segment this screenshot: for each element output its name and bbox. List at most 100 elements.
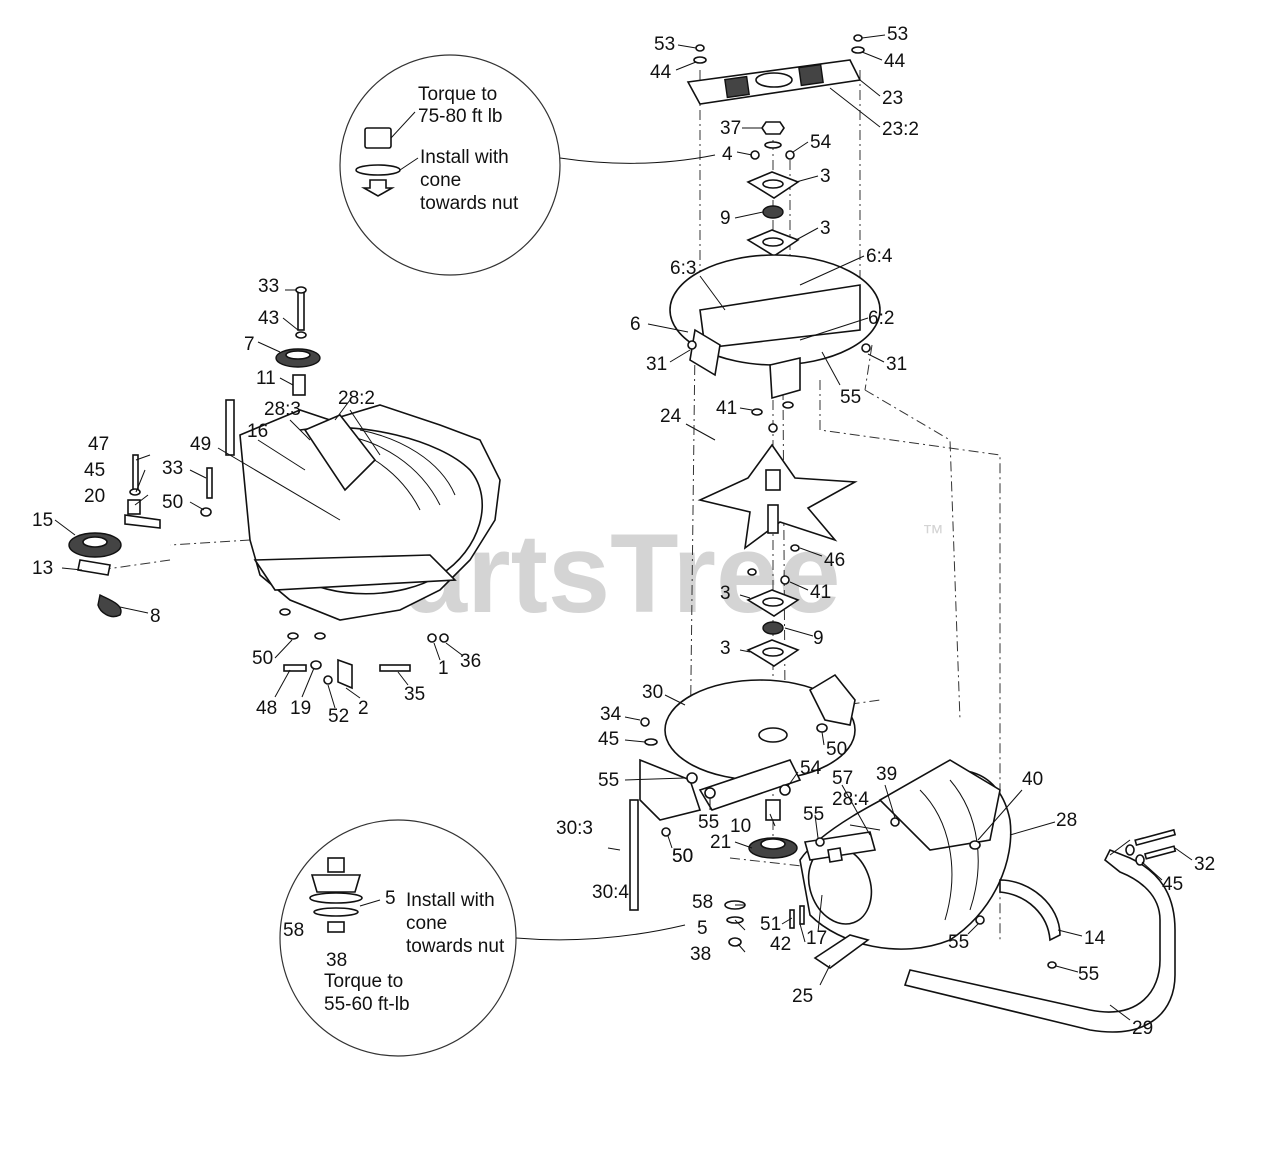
part-labels: 53 44 53 44 23 23:2 37 4 54 3 9 3 6:3 6:… bbox=[32, 24, 1215, 1039]
part-label-54-top[interactable]: 54 bbox=[810, 132, 832, 153]
callout-bottom-line-torque: Torque to bbox=[324, 971, 403, 992]
callout-top-line-5: towards nut bbox=[420, 193, 519, 214]
callout-bottom-label-5: 5 bbox=[385, 888, 396, 909]
callout-top-line-4: cone bbox=[420, 170, 461, 191]
callout-top-line-1: Torque to bbox=[418, 84, 497, 105]
part-label-44-right[interactable]: 44 bbox=[884, 51, 906, 72]
part-label-10[interactable]: 10 bbox=[730, 816, 751, 837]
part-label-28[interactable]: 28 bbox=[1056, 810, 1077, 831]
part-label-3-c[interactable]: 3 bbox=[720, 583, 731, 604]
part-label-3-b[interactable]: 3 bbox=[820, 218, 831, 239]
left-housing-assembly bbox=[68, 286, 501, 690]
part-label-31-right[interactable]: 31 bbox=[886, 354, 907, 375]
part-label-55-c[interactable]: 55 bbox=[803, 804, 824, 825]
part-label-19[interactable]: 19 bbox=[290, 698, 311, 719]
part-label-6-3[interactable]: 6:3 bbox=[670, 258, 696, 279]
part-label-17[interactable]: 17 bbox=[806, 928, 827, 949]
part-label-23-2[interactable]: 23:2 bbox=[882, 119, 919, 140]
part-label-40[interactable]: 40 bbox=[1022, 769, 1043, 790]
part-label-3-a[interactable]: 3 bbox=[820, 166, 831, 187]
part-label-6-4[interactable]: 6:4 bbox=[866, 246, 893, 267]
part-label-46[interactable]: 46 bbox=[824, 550, 845, 571]
part-label-45-right[interactable]: 45 bbox=[1162, 874, 1183, 895]
part-label-53-left[interactable]: 53 bbox=[654, 34, 675, 55]
callout-bottom-line-install: Install with bbox=[406, 890, 495, 911]
part-label-8[interactable]: 8 bbox=[150, 606, 161, 627]
part-label-23[interactable]: 23 bbox=[882, 88, 903, 109]
part-label-9-lower[interactable]: 9 bbox=[813, 628, 824, 649]
part-label-28-2[interactable]: 28:2 bbox=[338, 388, 375, 409]
part-label-55-b[interactable]: 55 bbox=[698, 812, 719, 833]
part-label-41-top[interactable]: 41 bbox=[716, 398, 737, 419]
part-label-55-d[interactable]: 55 bbox=[948, 932, 969, 953]
part-label-38[interactable]: 38 bbox=[690, 944, 711, 965]
part-label-7[interactable]: 7 bbox=[244, 334, 255, 355]
part-label-58[interactable]: 58 bbox=[692, 892, 713, 913]
part-label-30-3[interactable]: 30:3 bbox=[556, 818, 593, 839]
part-label-45-mid[interactable]: 45 bbox=[598, 729, 619, 750]
part-label-37[interactable]: 37 bbox=[720, 118, 741, 139]
part-label-41-mid[interactable]: 41 bbox=[810, 582, 831, 603]
part-label-34[interactable]: 34 bbox=[600, 704, 622, 725]
part-label-49[interactable]: 49 bbox=[190, 434, 211, 455]
callout-top-line-3: Install with bbox=[420, 147, 509, 168]
callout-bottom-line-value: 55-60 ft-lb bbox=[324, 994, 410, 1015]
part-label-33-top[interactable]: 33 bbox=[258, 276, 279, 297]
part-label-50-left[interactable]: 50 bbox=[162, 492, 183, 513]
callout-bottom-line-cone: cone bbox=[406, 913, 447, 934]
part-label-5[interactable]: 5 bbox=[697, 918, 708, 939]
part-label-54-mid[interactable]: 54 bbox=[800, 758, 822, 779]
watermark-trademark: ™ bbox=[922, 520, 944, 545]
part-label-6-2[interactable]: 6:2 bbox=[868, 308, 894, 329]
callout-bottom-label-38: 38 bbox=[326, 950, 347, 971]
part-label-36[interactable]: 36 bbox=[460, 651, 481, 672]
part-label-16[interactable]: 16 bbox=[247, 421, 268, 442]
part-label-57[interactable]: 57 bbox=[832, 768, 853, 789]
part-label-11[interactable]: 11 bbox=[256, 368, 276, 389]
part-label-47[interactable]: 47 bbox=[88, 434, 109, 455]
part-label-55-top[interactable]: 55 bbox=[840, 387, 861, 408]
part-label-25[interactable]: 25 bbox=[792, 986, 813, 1007]
part-label-14[interactable]: 14 bbox=[1084, 928, 1106, 949]
part-label-30-4[interactable]: 30:4 bbox=[592, 882, 629, 903]
part-label-9-top[interactable]: 9 bbox=[720, 208, 731, 229]
part-label-42[interactable]: 42 bbox=[770, 934, 791, 955]
part-label-55-e[interactable]: 55 bbox=[1078, 964, 1099, 985]
part-label-31-left[interactable]: 31 bbox=[646, 354, 667, 375]
part-label-15[interactable]: 15 bbox=[32, 510, 53, 531]
part-label-39[interactable]: 39 bbox=[876, 764, 897, 785]
right-blower-assembly bbox=[607, 34, 1177, 1033]
part-label-6[interactable]: 6 bbox=[630, 314, 641, 335]
part-label-53-right[interactable]: 53 bbox=[887, 24, 908, 45]
part-label-50-lower[interactable]: 50 bbox=[672, 846, 693, 867]
part-label-33-left[interactable]: 33 bbox=[162, 458, 183, 479]
part-label-44-left[interactable]: 44 bbox=[650, 62, 672, 83]
part-label-50-low[interactable]: 50 bbox=[672, 846, 693, 867]
part-label-2[interactable]: 2 bbox=[358, 698, 369, 719]
part-label-35[interactable]: 35 bbox=[404, 684, 425, 705]
part-label-55-a[interactable]: 55 bbox=[598, 770, 619, 791]
leader-lines bbox=[54, 34, 1193, 1021]
part-label-45-left[interactable]: 45 bbox=[84, 460, 105, 481]
part-label-29[interactable]: 29 bbox=[1132, 1018, 1153, 1039]
part-label-4[interactable]: 4 bbox=[722, 144, 733, 165]
part-label-30[interactable]: 30 bbox=[642, 682, 663, 703]
part-label-51[interactable]: 51 bbox=[760, 914, 781, 935]
part-label-28-3[interactable]: 28:3 bbox=[264, 399, 301, 420]
part-label-24[interactable]: 24 bbox=[660, 406, 682, 427]
callout-torque-55-60: 5 Install with cone towards nut 58 38 To… bbox=[279, 819, 686, 1057]
part-label-1[interactable]: 1 bbox=[438, 658, 449, 679]
part-label-43[interactable]: 43 bbox=[258, 308, 279, 329]
part-label-50-mid[interactable]: 50 bbox=[826, 739, 847, 760]
part-label-50-bottom[interactable]: 50 bbox=[252, 648, 273, 669]
part-label-20[interactable]: 20 bbox=[84, 486, 105, 507]
part-label-13[interactable]: 13 bbox=[32, 558, 53, 579]
part-label-48[interactable]: 48 bbox=[256, 698, 277, 719]
part-label-21[interactable]: 21 bbox=[710, 832, 731, 853]
part-label-3-d[interactable]: 3 bbox=[720, 638, 731, 659]
part-label-28-4[interactable]: 28:4 bbox=[832, 789, 869, 810]
part-label-32[interactable]: 32 bbox=[1194, 854, 1215, 875]
part-label-52[interactable]: 52 bbox=[328, 706, 349, 727]
